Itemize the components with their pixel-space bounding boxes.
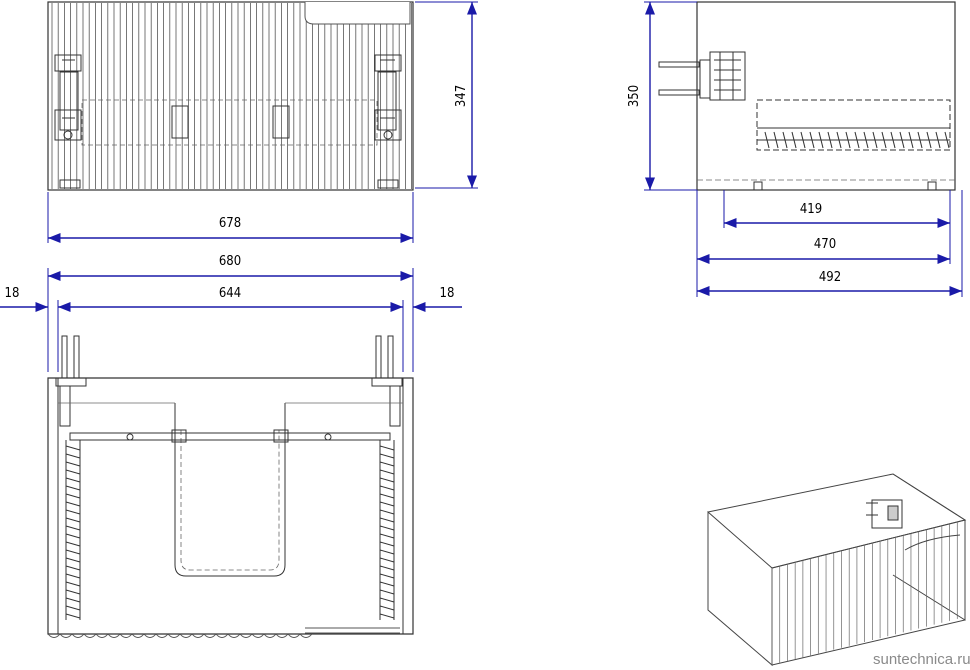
top-clip xyxy=(273,429,289,443)
iso-body xyxy=(707,510,773,667)
top-wall-bracket-right xyxy=(371,335,403,427)
runner-tooth xyxy=(65,597,81,603)
dim-label-680: 680 xyxy=(219,254,241,269)
top-front-scallop xyxy=(47,633,313,638)
top-outline xyxy=(47,377,414,635)
runner-tooth xyxy=(379,573,395,579)
front-slats xyxy=(51,3,413,189)
top-clip xyxy=(171,429,187,443)
side-wall-rails xyxy=(658,59,711,99)
side-drawer-rail xyxy=(757,127,950,149)
runner-tooth xyxy=(65,517,81,523)
runner-tooth xyxy=(379,461,395,467)
runner-tooth xyxy=(65,541,81,547)
runner-tooth xyxy=(379,557,395,563)
side-outline xyxy=(696,1,956,191)
front-handle-cutout xyxy=(304,2,411,25)
front-clip-left xyxy=(171,105,189,139)
iso-bracket xyxy=(866,499,903,529)
runner-tooth xyxy=(379,605,395,611)
runner-tooth xyxy=(379,541,395,547)
watermark: suntechnica.ru xyxy=(873,651,970,668)
side-drawer-box xyxy=(756,99,951,151)
side-view: 350 419 470 492 xyxy=(627,1,963,297)
runner-tooth xyxy=(65,581,81,587)
runner-tooth xyxy=(65,469,81,475)
side-foot xyxy=(753,181,763,191)
top-siphon-cutout xyxy=(174,403,286,577)
front-clip-right xyxy=(272,105,290,139)
runner-tooth xyxy=(65,533,81,539)
runner-tooth xyxy=(65,557,81,563)
runner-tooth xyxy=(379,565,395,571)
top-drawer-rail xyxy=(69,432,391,441)
iso-slats xyxy=(771,521,958,665)
top-runners xyxy=(65,440,395,620)
dim-label-644: 644 xyxy=(219,286,241,301)
runner-tooth xyxy=(379,525,395,531)
runner-tooth xyxy=(65,525,81,531)
runner-tooth xyxy=(65,493,81,499)
runner-tooth xyxy=(65,613,81,619)
top-screw xyxy=(126,433,134,441)
runner-tooth xyxy=(379,493,395,499)
runner-tooth xyxy=(379,549,395,555)
runner-tooth xyxy=(379,477,395,483)
runner-tooth xyxy=(379,501,395,507)
runner-tooth xyxy=(65,461,81,467)
runner-tooth xyxy=(65,565,81,571)
iso-handle xyxy=(904,534,961,551)
top-view: 680 644 18 18 xyxy=(0,254,462,638)
front-view: 678 347 xyxy=(47,1,478,244)
runner-tooth xyxy=(379,517,395,523)
runner-tooth xyxy=(379,581,395,587)
runner-tooth xyxy=(65,501,81,507)
dim-label-470: 470 xyxy=(814,237,836,252)
top-screw xyxy=(324,433,332,441)
runner-tooth xyxy=(65,573,81,579)
dim-label-678: 678 xyxy=(219,216,241,231)
side-bracket xyxy=(709,51,746,101)
runner-tooth xyxy=(379,597,395,603)
top-siphon-cutout-inner xyxy=(180,430,280,571)
runner-tooth xyxy=(65,445,81,451)
runner-tooth xyxy=(65,549,81,555)
dim-label-347: 347 xyxy=(454,85,469,107)
runner-tooth xyxy=(379,469,395,475)
runner-tooth xyxy=(65,477,81,483)
runner-tooth xyxy=(65,589,81,595)
iso-right-side xyxy=(892,473,966,621)
runner-tooth xyxy=(65,453,81,459)
runner-tooth xyxy=(379,533,395,539)
top-wall-bracket-left xyxy=(55,335,87,427)
runner-tooth xyxy=(379,485,395,491)
dim-label-350: 350 xyxy=(627,85,642,107)
runner-tooth xyxy=(379,613,395,619)
runner-tooth xyxy=(379,589,395,595)
dim-label-419: 419 xyxy=(800,202,822,217)
side-foot xyxy=(927,181,937,191)
runner-tooth xyxy=(65,509,81,515)
front-bracket-left xyxy=(54,54,82,189)
dim-label-18-right: 18 xyxy=(440,286,455,301)
runner-tooth xyxy=(379,445,395,451)
front-bracket-right xyxy=(374,54,402,189)
front-outline xyxy=(47,1,414,191)
runner-tooth xyxy=(65,605,81,611)
iso-front xyxy=(771,519,966,666)
dim-label-18-left: 18 xyxy=(5,286,20,301)
runner-tooth xyxy=(65,485,81,491)
front-inner-drawer xyxy=(81,99,378,146)
runner-tooth xyxy=(379,509,395,515)
dim-label-492: 492 xyxy=(819,270,841,285)
runner-tooth xyxy=(379,453,395,459)
isometric-view xyxy=(707,473,967,667)
